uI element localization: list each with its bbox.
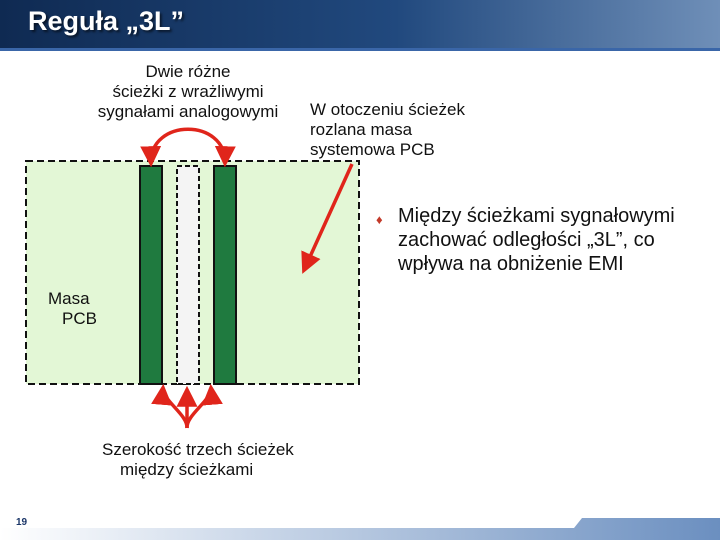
footer-band [0,518,720,540]
title-bar: Reguła „3L” [0,0,720,48]
bullet-item: ♦ Między ścieżkami sygnałowymi zachować … [376,204,706,276]
slide-title: Reguła „3L” [28,6,185,36]
bottom-arc-right [185,383,223,429]
masa-pcb-label: Masa PCB [48,289,97,328]
middle-trace [176,165,200,385]
ground-fill-label: W otoczeniu ścieżek rozlana masa systemo… [310,100,465,159]
bullet-text: Między ścieżkami sygnałowymi zachować od… [398,205,675,275]
page-number: 19 [16,517,28,528]
analog-trace-right [213,165,237,385]
title-underline [0,48,720,51]
analog-traces-label: Dwie różne ścieżki z wrażliwymi sygnałam… [97,62,279,121]
diamond-bullet-icon: ♦ [376,212,383,227]
spacing-label: Szerokość trzech ścieżek między ścieżkam… [102,440,294,479]
ground-fill-arrow [301,163,354,274]
bottom-arc-left [151,383,189,429]
analog-trace-left [139,165,163,385]
top-arc-arrow [140,127,236,168]
